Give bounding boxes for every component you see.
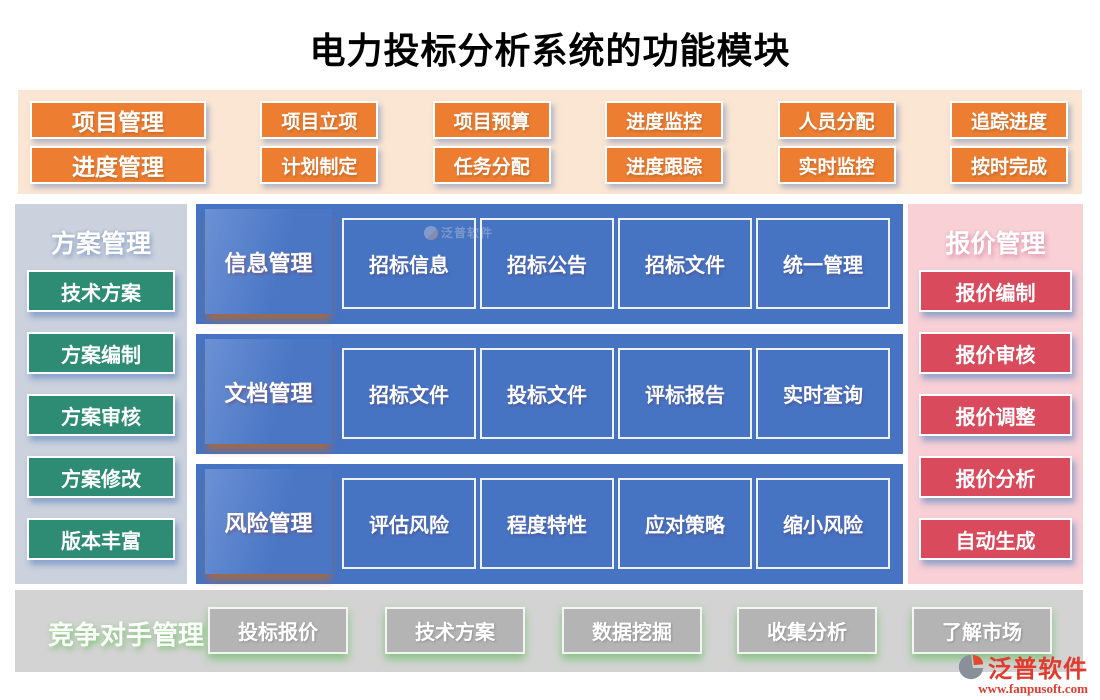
plan-item-button[interactable]: 技术方案: [27, 270, 175, 312]
brand-url[interactable]: www.fanpusoft.com: [978, 681, 1088, 696]
document-cell[interactable]: 实时查询: [756, 348, 890, 439]
top-band-item-button[interactable]: 追踪进度: [949, 101, 1068, 139]
top-band-item-button[interactable]: 任务分配: [432, 146, 551, 184]
competitor-item-button[interactable]: 收集分析: [737, 607, 877, 654]
info-management-panel: 信息管理 泛普软件 招标信息 招标公告 招标文件 统一管理: [196, 204, 903, 324]
top-band-item-button[interactable]: 项目预算: [432, 101, 551, 139]
risk-cell[interactable]: 程度特性: [480, 478, 614, 569]
info-management-header: 信息管理: [205, 209, 332, 314]
top-band-item-button[interactable]: 进度跟踪: [605, 146, 724, 184]
risk-management-panel: 风险管理 评估风险 程度特性 应对策略 缩小风险: [196, 464, 903, 584]
quote-item-button[interactable]: 报价分析: [919, 456, 1072, 498]
top-band-item-button[interactable]: 计划制定: [260, 146, 379, 184]
risk-cell[interactable]: 缩小风险: [756, 478, 890, 569]
competitor-item-button[interactable]: 投标报价: [208, 607, 348, 654]
top-band-item-button[interactable]: 人员分配: [777, 101, 896, 139]
document-cell[interactable]: 投标文件: [480, 348, 614, 439]
top-band-item-button[interactable]: 项目立项: [260, 101, 379, 139]
top-band-item-button[interactable]: 进度监控: [605, 101, 724, 139]
info-cell[interactable]: 统一管理: [756, 218, 890, 309]
plan-item-button[interactable]: 方案编制: [27, 332, 175, 374]
document-cell[interactable]: 招标文件: [342, 348, 476, 439]
info-cell[interactable]: 招标公告: [480, 218, 614, 309]
project-management-button[interactable]: 项目管理: [30, 101, 206, 139]
document-cell[interactable]: 评标报告: [618, 348, 752, 439]
competitor-item-button[interactable]: 了解市场: [912, 607, 1052, 654]
progress-management-button[interactable]: 进度管理: [30, 146, 206, 184]
quote-management-panel: 报价管理 报价编制 报价审核 报价调整 报价分析 自动生成: [908, 204, 1083, 584]
competitor-item-button[interactable]: 技术方案: [385, 607, 525, 654]
risk-cell[interactable]: 应对策略: [618, 478, 752, 569]
document-management-panel: 文档管理 招标文件 投标文件 评标报告 实时查询: [196, 334, 903, 454]
page-title: 电力投标分析系统的功能模块: [309, 31, 791, 71]
plan-item-button[interactable]: 方案修改: [27, 456, 175, 498]
plan-panel-header: 方案管理: [50, 231, 151, 258]
plan-item-button[interactable]: 方案审核: [27, 394, 175, 436]
competitor-management-band: 竞争对手管理 投标报价 技术方案 数据挖掘 收集分析 了解市场: [15, 590, 1083, 672]
brand-logo[interactable]: 泛普软件 www.fanpusoft.com: [956, 649, 1088, 697]
risk-cell[interactable]: 评估风险: [342, 478, 476, 569]
info-cell[interactable]: 招标文件: [618, 218, 752, 309]
plan-item-button[interactable]: 版本丰富: [27, 518, 175, 560]
fanpu-logo-icon: [958, 654, 984, 679]
quote-item-button[interactable]: 报价编制: [919, 270, 1072, 312]
competitor-item-button[interactable]: 数据挖掘: [562, 607, 702, 654]
plan-management-panel: 方案管理 技术方案 方案编制 方案审核 方案修改 版本丰富: [15, 204, 187, 584]
competitor-band-header: 竞争对手管理: [48, 621, 205, 650]
document-management-header: 文档管理: [205, 339, 332, 444]
quote-item-button[interactable]: 自动生成: [919, 518, 1072, 560]
top-band-item-button[interactable]: 按时完成: [949, 146, 1068, 184]
project-progress-band: 项目管理 项目立项 项目预算 进度监控 人员分配 追踪进度 进度管理 计划制定 …: [18, 90, 1082, 194]
info-cell[interactable]: 招标信息: [342, 218, 476, 309]
brand-name: 泛普软件: [988, 657, 1088, 683]
quote-panel-header: 报价管理: [945, 231, 1046, 258]
risk-management-header: 风险管理: [205, 469, 332, 574]
quote-item-button[interactable]: 报价审核: [919, 332, 1072, 374]
quote-item-button[interactable]: 报价调整: [919, 394, 1072, 436]
top-band-item-button[interactable]: 实时监控: [777, 146, 896, 184]
